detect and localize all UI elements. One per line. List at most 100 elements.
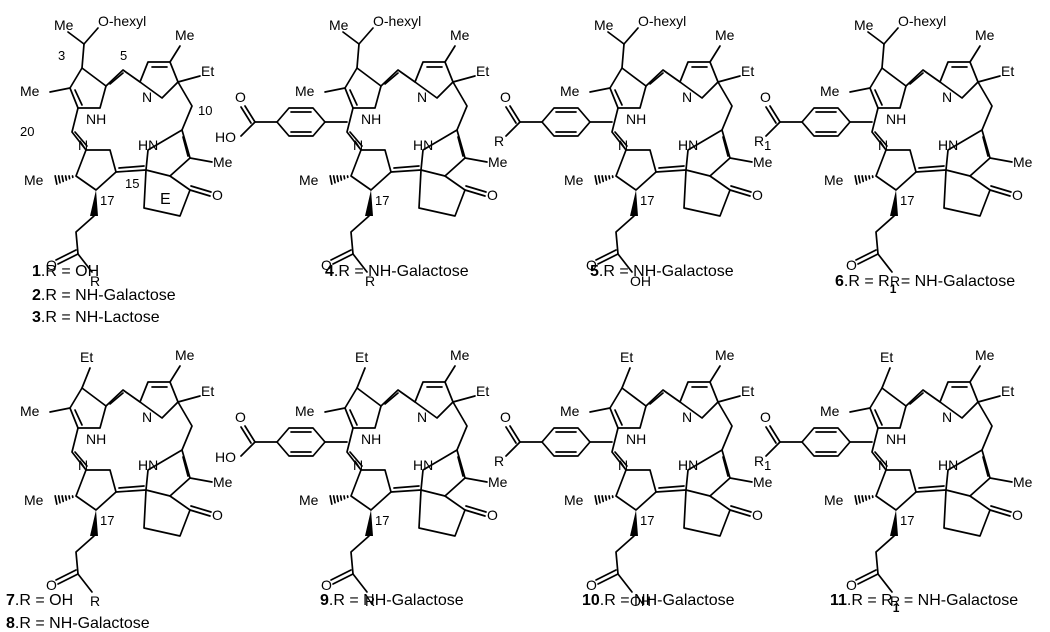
methyl-bond — [969, 45, 981, 63]
methyl-label: Me — [1013, 154, 1033, 170]
double-bond — [649, 392, 664, 405]
methyl-label: Me — [295, 83, 315, 99]
r-label: R — [754, 453, 764, 469]
hashed-bond — [57, 495, 61, 504]
ketone-bond-2 — [730, 505, 752, 513]
propionate-chain — [75, 215, 95, 255]
compound-definition: .R = NH-Galactose — [599, 263, 734, 280]
compound-number: 11 — [830, 592, 847, 609]
double-bond — [109, 392, 124, 405]
methyl-label: Me — [820, 83, 840, 99]
position-17-label: 17 — [900, 193, 914, 208]
nh-label: NH — [361, 111, 381, 127]
methyl-bond — [709, 365, 721, 383]
methyl-label: Me — [564, 172, 584, 188]
ether-bond — [358, 27, 374, 45]
carboxyl-co-2 — [240, 106, 252, 124]
nh-label: NH — [86, 111, 106, 127]
methyl-label: Me — [213, 474, 233, 490]
hn-label: HN — [938, 457, 958, 473]
hashed-bond — [61, 175, 65, 183]
oxygen-label: O — [500, 409, 511, 425]
meso-5 — [905, 389, 941, 407]
ketone-bond-2 — [990, 185, 1012, 193]
hashed-bond — [864, 175, 868, 181]
double-bond — [658, 165, 685, 169]
oh-label: OH — [630, 593, 651, 609]
chain-wedge — [630, 510, 638, 536]
ketone-oxygen: O — [752, 187, 763, 203]
ethyl-bond — [881, 367, 891, 389]
methyl-label: Me — [329, 17, 349, 33]
oxygen-label: O — [321, 577, 332, 593]
compound-caption: 3.R = NH-Lactose — [32, 309, 160, 326]
ohexyl-label: O-hexyl — [98, 13, 146, 29]
ohexyl-label: O-hexyl — [638, 13, 686, 29]
ring-a — [609, 67, 647, 109]
meso-20 — [71, 107, 87, 151]
compound-number: 8 — [6, 615, 15, 632]
methyl-bond — [849, 407, 871, 413]
sidechain-bond — [621, 43, 625, 69]
ring-d — [615, 469, 657, 511]
double-bond — [874, 89, 883, 106]
ethyl-bond — [177, 75, 201, 83]
double-bond — [614, 131, 628, 147]
ethyl-bond — [977, 395, 1001, 403]
ring-a — [869, 387, 907, 429]
methyl-label: Me — [450, 27, 470, 43]
r-bond — [617, 253, 633, 273]
ohexyl-label: O-hexyl — [373, 13, 421, 29]
methyl-label: Me — [975, 27, 995, 43]
methyl-label: Me — [715, 347, 735, 363]
carboxyl-r — [505, 441, 521, 457]
double-bond — [118, 485, 145, 489]
double-bond — [457, 456, 464, 477]
methyl-label: Me — [54, 17, 74, 33]
ketone-bond-2 — [465, 185, 487, 193]
ring-d — [615, 149, 657, 191]
hashed-bond — [608, 495, 611, 500]
n-label: N — [618, 137, 628, 153]
methyl-label: Me — [975, 347, 995, 363]
n-label: N — [142, 409, 152, 425]
methyl-bond — [169, 365, 181, 383]
meso-5 — [905, 69, 941, 87]
sidechain-bond — [356, 43, 360, 69]
methyl-bond — [189, 157, 213, 163]
propionate-chain — [875, 535, 895, 575]
methyl-label: Me — [488, 154, 508, 170]
ketone-oxygen: O — [1012, 507, 1023, 523]
double-bond — [182, 456, 189, 477]
carboxyl-co-2 — [765, 106, 777, 124]
ring-d — [350, 149, 392, 191]
double-bond — [393, 485, 420, 489]
hn-label: HN — [678, 457, 698, 473]
ketone-bond — [189, 189, 211, 197]
hashed-bond — [597, 175, 601, 184]
ketone-bond — [464, 189, 486, 197]
methyl-label: Me — [820, 403, 840, 419]
carboxyl-co-2 — [505, 426, 517, 444]
nh-label: NH — [86, 431, 106, 447]
ring-d — [875, 149, 917, 191]
meso-5 — [105, 389, 141, 407]
r-label: R — [890, 273, 900, 289]
meso-15 — [655, 169, 687, 173]
propionate-chain — [615, 215, 635, 255]
methyl-bond — [67, 31, 85, 45]
ketone-bond — [729, 189, 751, 197]
meso-20 — [611, 427, 627, 471]
carboxyl-co — [244, 425, 256, 443]
hashed-bond — [861, 495, 865, 503]
hashed-bond — [68, 175, 71, 180]
ring-a — [344, 67, 382, 109]
double-bond — [874, 131, 888, 147]
double-bond — [182, 136, 189, 157]
compound-definition: .R = NH-Galactose — [15, 615, 150, 632]
meso-20 — [346, 427, 362, 471]
r-bond — [77, 253, 93, 273]
ring-c — [685, 449, 731, 497]
carbonyl-bond-2 — [855, 249, 877, 261]
